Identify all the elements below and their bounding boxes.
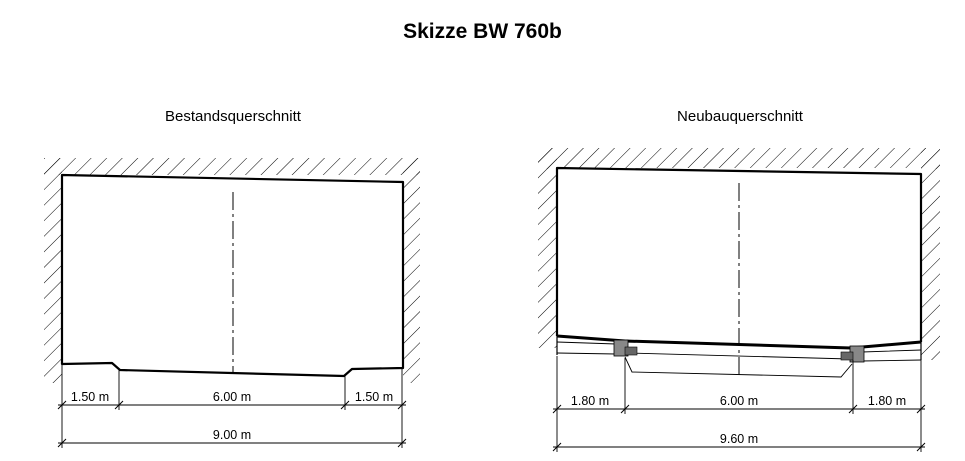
hatch-top-left bbox=[44, 158, 420, 175]
hatch-left-wall-right bbox=[538, 148, 557, 348]
dim-existing-right-side: 1.50 m bbox=[355, 390, 393, 404]
dim-existing-left-side: 1.50 m bbox=[71, 390, 109, 404]
dim-new-left-side: 1.80 m bbox=[571, 394, 609, 408]
outline-new bbox=[555, 166, 923, 342]
pavement-layers-new bbox=[556, 341, 922, 362]
dim-existing-center: 6.00 m bbox=[213, 390, 251, 404]
new-section: 1.80 m 6.00 m 1.80 m 9.60 m bbox=[538, 148, 940, 452]
hatch-right-wall-right bbox=[921, 148, 940, 360]
dim-new-total: 9.60 m bbox=[720, 432, 758, 446]
hatch-top-right bbox=[538, 148, 940, 169]
curb-left-new bbox=[613, 339, 638, 357]
hatch-right-wall-left bbox=[403, 158, 420, 383]
dim-new-center: 6.00 m bbox=[720, 394, 758, 408]
curb-right-new bbox=[840, 345, 865, 363]
hatch-left-wall-left bbox=[44, 158, 62, 383]
dim-new-right-side: 1.80 m bbox=[868, 394, 906, 408]
subtitle-existing-section: Bestandsquerschnitt bbox=[165, 108, 301, 125]
page-title: Skizze BW 760b bbox=[403, 20, 562, 43]
subtitle-new-section: Neubauquerschnitt bbox=[677, 108, 803, 125]
dimensions-new: 1.80 m 6.00 m 1.80 m 9.60 m bbox=[552, 356, 926, 452]
dimensions-existing: 1.50 m 6.00 m 1.50 m 9.00 m bbox=[57, 365, 407, 448]
dim-existing-total: 9.00 m bbox=[213, 428, 251, 442]
existing-section: 1.50 m 6.00 m 1.50 m 9.00 m bbox=[44, 158, 420, 448]
outline-existing bbox=[60, 173, 405, 378]
road-surface-new bbox=[556, 334, 922, 350]
